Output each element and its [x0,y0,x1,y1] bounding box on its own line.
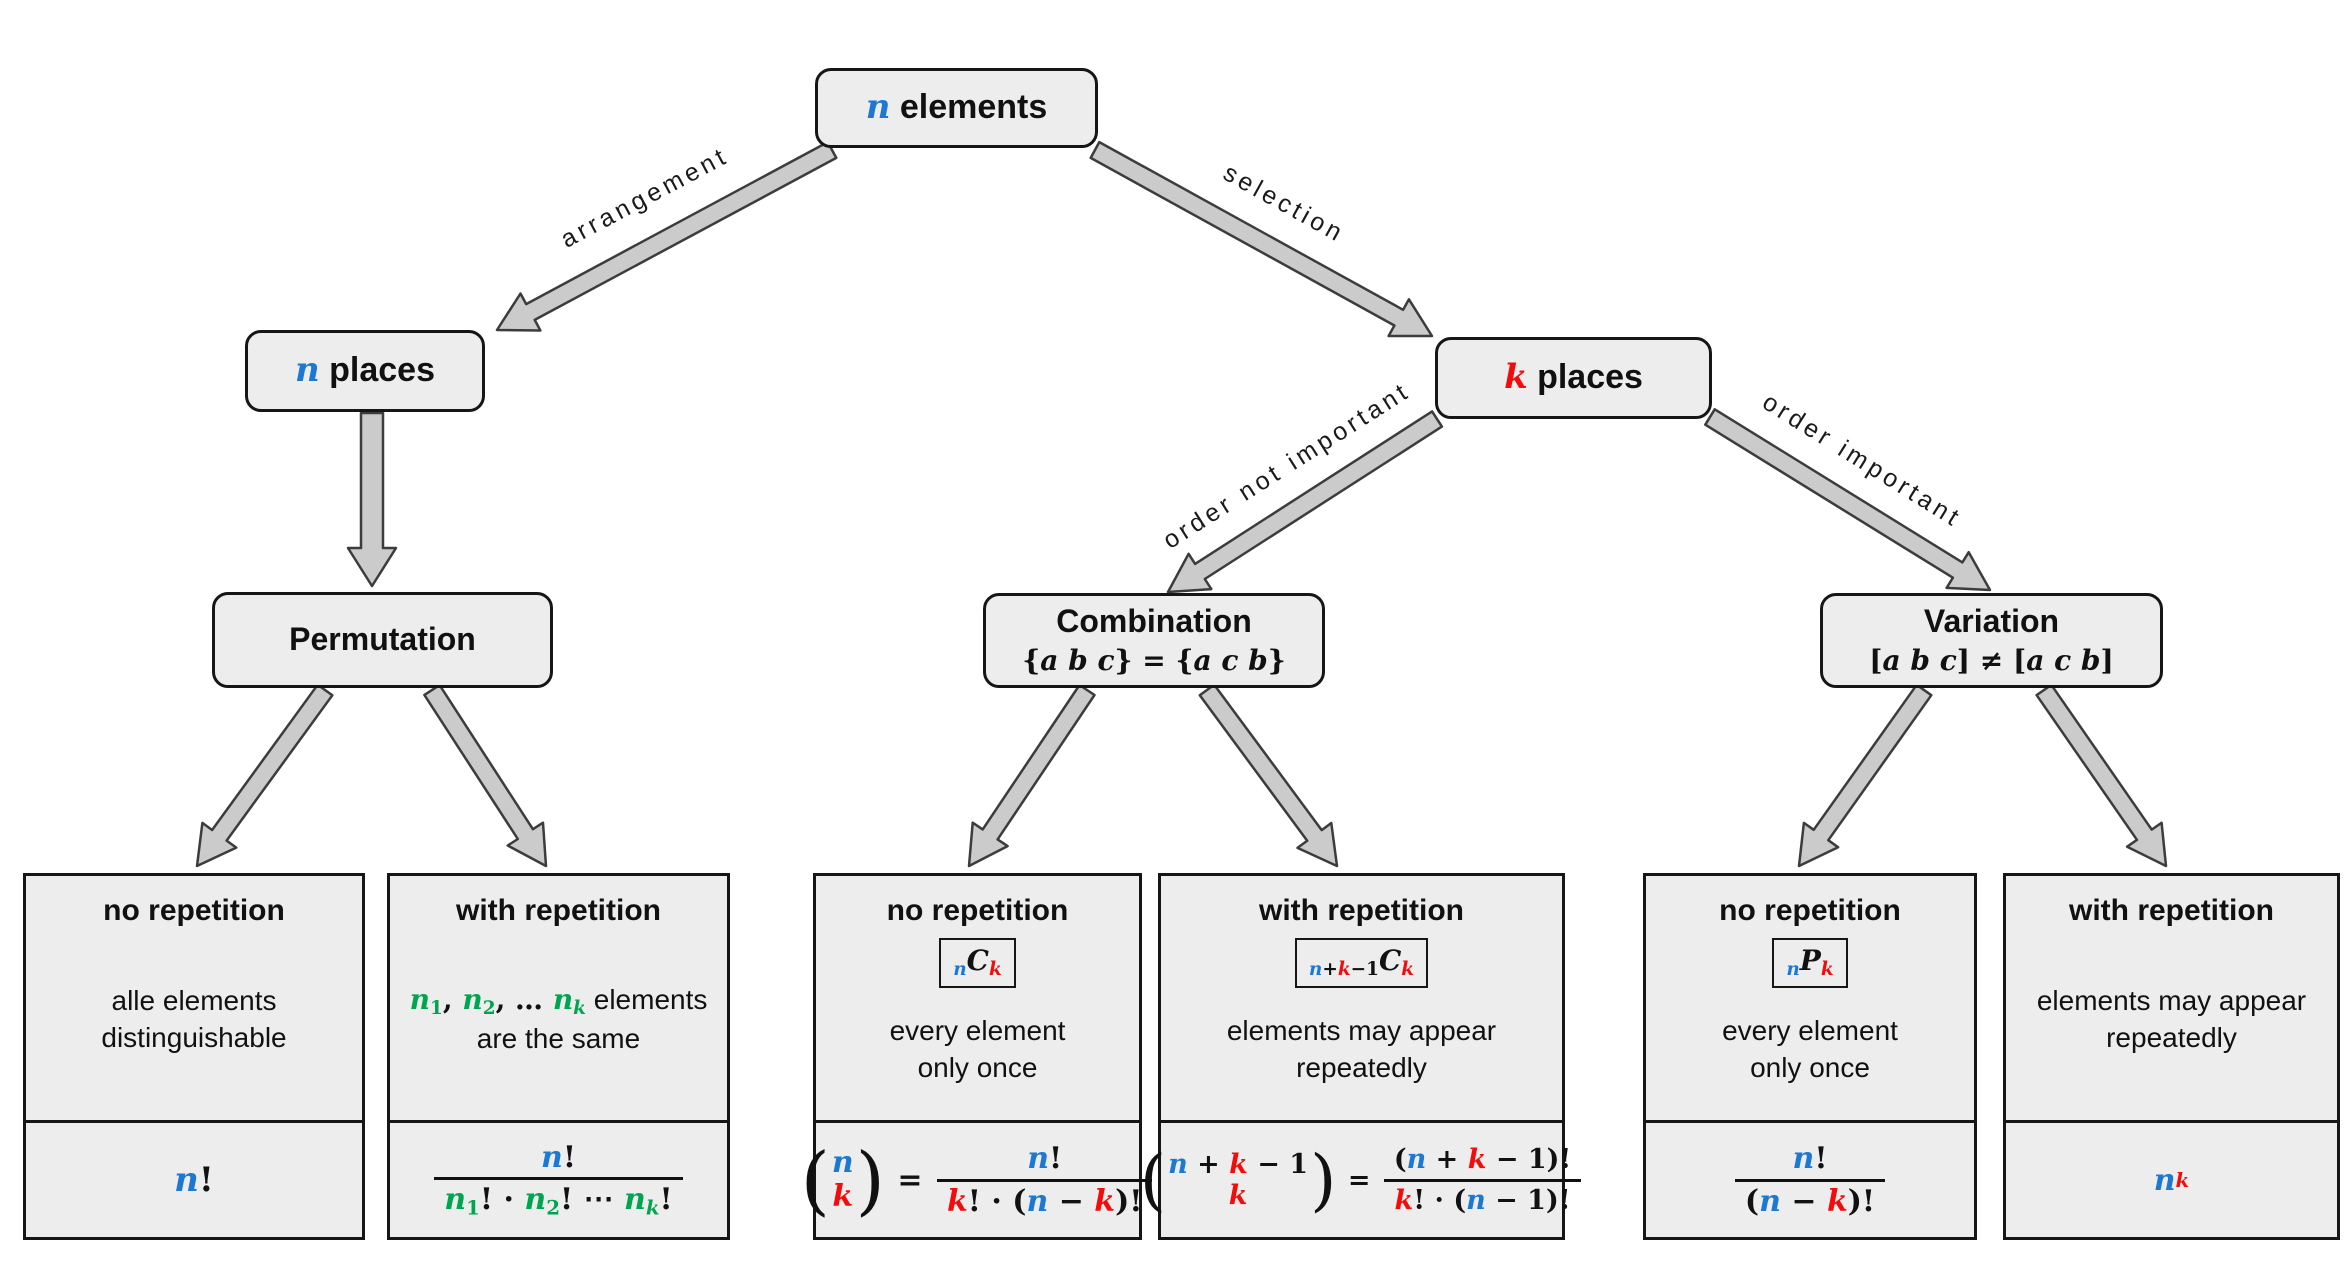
node-title: n elements [865,87,1048,128]
leaf-badge: n+k−1Ck [1294,938,1429,988]
arrow [967,683,1096,868]
arrow [1704,408,1992,592]
arrow [423,683,548,868]
arrow [1166,410,1444,594]
leaf-badge: nCk [939,938,1016,988]
leaf-title: no repetition [103,894,285,927]
node-variation: Variation [a b c] ≠ [a c b] [1820,593,2163,688]
node-subtitle: {a b c} = {a c b} [1022,644,1286,678]
node-permutation: Permutation [212,592,553,688]
leaf-combination-with-repetition: with repetition n+k−1Ck elements may app… [1140,873,1582,1240]
node-title: k places [1504,357,1643,398]
node-n-elements: n elements [815,68,1098,148]
leaf-title: with repetition [456,894,661,927]
leaf-title: no repetition [886,894,1069,927]
node-k-places: k places [1435,337,1712,419]
node-title: Variation [1923,602,2060,639]
node-n-places: n places [245,330,485,412]
leaf-title: with repetition [2069,894,2274,927]
node-title: n places [294,350,436,391]
node-combination: Combination {a b c} = {a c b} [983,593,1325,688]
node-title: Combination [1056,602,1252,639]
arrow [1089,140,1434,338]
arrow [1198,683,1339,868]
leaf-formula: n!(n − k)! [1646,1120,1974,1237]
node-title: Permutation [289,621,476,658]
arrow [346,411,398,588]
node-subtitle: [a b c] ≠ [a c b] [1869,644,2114,678]
leaf-title: no repetition [1719,894,1901,927]
arrow [495,140,838,332]
leaf-badge: nPk [1772,938,1848,988]
leaf-formula: n! [26,1120,362,1237]
arrow [1797,683,1933,868]
leaf-title: with repetition [1259,894,1464,927]
arrow [2035,683,2168,868]
leaf-formula: n!n1! · n2! ⋯ nk! [390,1120,727,1237]
arrow [195,683,334,868]
